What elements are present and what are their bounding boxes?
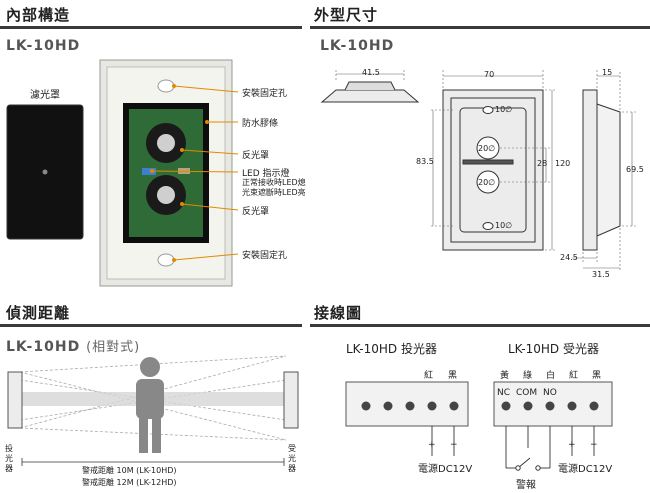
callout-waterproof-strip: 防水膠條 bbox=[242, 119, 279, 129]
callout-reflector-bottom: 反光罩 bbox=[242, 207, 270, 217]
alarm-label: 警報 bbox=[516, 480, 536, 491]
section-title-wiring: 接線圖 bbox=[314, 304, 363, 322]
section-title-detection: 偵測距離 bbox=[6, 304, 71, 322]
receiver-plus: + bbox=[568, 440, 576, 450]
dim-top-width: 41.5 bbox=[362, 68, 380, 77]
emitter-device bbox=[7, 371, 23, 429]
callout-led-note-2: 光束遮斷時LED亮 bbox=[242, 188, 306, 197]
dim-side-height: 69.5 bbox=[626, 165, 644, 174]
dim-inner-height: 83.5 bbox=[416, 157, 434, 166]
model-label-detection: LK-10HD (相對式) bbox=[6, 339, 141, 355]
wire-color-red: 紅 bbox=[424, 371, 434, 381]
filter-cover-hole bbox=[42, 169, 48, 175]
dim-side-base: 24.5 bbox=[560, 253, 578, 262]
receiver-power-label: 電源DC12V bbox=[558, 464, 613, 475]
model-label-dimensions: LK-10HD bbox=[320, 38, 395, 54]
callout-led-note-1: 正常接收時LED熄 bbox=[242, 178, 306, 187]
section-rule bbox=[0, 324, 302, 327]
callout-led-indicator: LED 指示燈 bbox=[242, 169, 290, 179]
filter-cover-label: 濾光罩 bbox=[30, 90, 60, 101]
led-component bbox=[142, 168, 156, 175]
model-label-structure: LK-10HD bbox=[6, 38, 81, 54]
terminal-no: NO bbox=[543, 388, 557, 398]
emitter-power-label: 電源DC12V bbox=[418, 464, 473, 475]
wire-color-green: 綠 bbox=[523, 371, 533, 381]
callout-mount-hole-bottom: 安裝固定孔 bbox=[242, 251, 288, 261]
dim-lens-top: 20∅ bbox=[478, 144, 496, 153]
receiver-label: 受光器 bbox=[288, 444, 296, 473]
dim-hole-top: 10∅ bbox=[495, 105, 513, 114]
emitter-minus: − bbox=[450, 440, 458, 450]
receiver-wiring-title: LK-10HD 受光器 bbox=[508, 342, 599, 356]
range-label-10m: 警戒距離 10M (LK-10HD) bbox=[82, 466, 177, 475]
emitter-plus: + bbox=[428, 440, 436, 450]
wire-color-yellow: 黃 bbox=[500, 371, 510, 381]
terminal-nc: NC bbox=[497, 388, 511, 398]
range-label-12m: 警戒距離 12M (LK-12HD) bbox=[82, 478, 177, 487]
dim-side-width: 31.5 bbox=[592, 270, 610, 279]
dim-lens-bottom: 20∅ bbox=[478, 178, 496, 187]
section-rule bbox=[310, 324, 650, 327]
dim-front-width: 70 bbox=[484, 70, 495, 79]
dim-total-height: 120 bbox=[555, 159, 571, 168]
emitter-label: 投光器 bbox=[5, 444, 13, 473]
callout-reflector-top: 反光罩 bbox=[242, 151, 270, 161]
dim-hole-bottom: 10∅ bbox=[495, 221, 513, 230]
section-rule bbox=[0, 26, 302, 29]
section-rule bbox=[310, 26, 650, 29]
wire-color-black: 黑 bbox=[448, 371, 458, 381]
section-title-structure: 內部構造 bbox=[6, 6, 71, 24]
wire-color-red-rx: 紅 bbox=[569, 371, 579, 381]
receiver-device bbox=[283, 371, 299, 429]
wire-color-black-rx: 黑 bbox=[592, 371, 602, 381]
dim-side-depth: 15 bbox=[602, 68, 613, 77]
callout-mount-hole-top: 安裝固定孔 bbox=[242, 89, 288, 99]
terminal-com: COM bbox=[516, 388, 538, 398]
wire-color-white: 白 bbox=[546, 371, 556, 381]
emitter-wiring-title: LK-10HD 投光器 bbox=[346, 342, 437, 356]
section-title-dimensions: 外型尺寸 bbox=[314, 6, 379, 24]
receiver-minus: − bbox=[590, 440, 598, 450]
person-silhouette bbox=[136, 357, 164, 453]
dim-lens-spacing: 28 bbox=[537, 159, 548, 168]
